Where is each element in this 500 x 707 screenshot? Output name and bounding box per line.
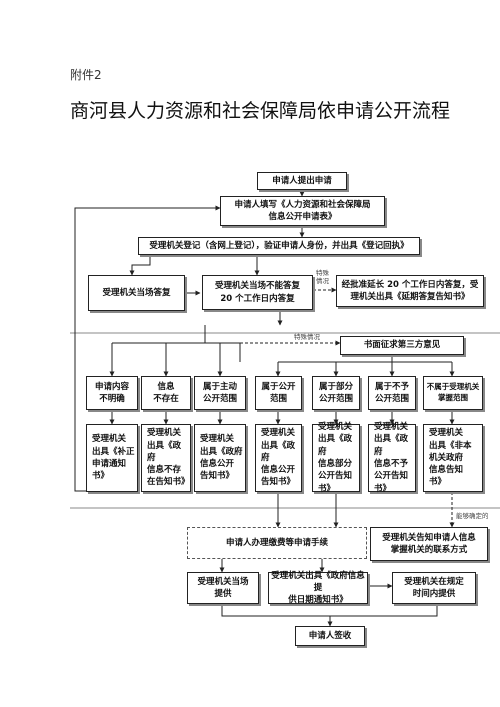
category-partial-box: 属于部分 公开范围	[312, 376, 360, 410]
category-outside-scope-box: 不属于受理机关 掌握范围	[423, 376, 483, 410]
note-special-1: 特殊 情况	[316, 269, 329, 285]
answer-now-box: 受理机关当场答复	[88, 275, 185, 311]
notice-partial-box: 受理机关 出具《政府 信息部分 公开告知 书》	[312, 422, 360, 494]
notice-disclosure-box-2: 受理机关 出具《政府 信息公开 告知书》	[255, 424, 302, 492]
attachment-label: 附件2	[70, 68, 102, 82]
category-disclosable-box: 属于公开 范围	[255, 376, 302, 410]
connector	[129, 255, 151, 276]
notice-other-agency-box: 受理机关 出具《非本 机关政府 信息告知 书》	[423, 424, 483, 492]
notice-disclosure-box: 受理机关 出具《政府 信息公开 告知书》	[194, 424, 246, 492]
category-not-disclosed-box: 属于不予 公开范围	[368, 376, 416, 410]
answer-20days-box: 受理机关当场不能答复 20 个工作日内答复	[202, 275, 313, 310]
date-notice-box: 受理机关出具《政府信息提 供日期通知书》	[268, 571, 368, 605]
note-determinable: 能够确定的	[456, 512, 489, 520]
fee-procedure-box: 申请人办理缴费等申请手续	[187, 527, 367, 559]
category-active-disclosure-box: 属于主动 公开范围	[194, 376, 246, 410]
notice-not-disclosed-box: 受理机关 出具《政府 信息不予 公开告知 书》	[368, 422, 416, 494]
submit-application-box: 申请人提出申请	[257, 172, 347, 190]
category-not-exist-box: 信息 不存在	[141, 376, 191, 410]
register-box: 受理机关登记（含网上登记），验证申请人身份，并出具《登记回执》	[138, 237, 420, 255]
fill-form-box: 申请人填写《人力资源和社会保障局 信息公开申请表》	[220, 196, 385, 226]
inform-contact-box: 受理机关告知申请人信息 掌握机关的联系方式	[370, 527, 488, 561]
provide-now-box: 受理机关当场 提供	[187, 572, 259, 604]
note-special-2: 特殊情况	[294, 333, 320, 341]
provide-later-box: 受理机关在规定 时间内提供	[392, 572, 476, 604]
category-unclear-box: 申请内容 不明确	[86, 376, 138, 410]
notice-not-exist-box: 受理机关 出具《政府 信息不存 在告知书》	[141, 424, 191, 492]
page-title: 商河县人力资源和社会保障局依申请公开流程	[70, 100, 451, 122]
sign-receipt-box: 申请人签收	[295, 626, 365, 646]
extension-box: 经批准延长 20 个工作日内答复，受 理机关出具《延期答复告知书》	[336, 275, 484, 307]
third-party-box: 书面征求第三方意见	[340, 336, 464, 355]
notice-supplement-box: 受理机关 出具《补正 申请通知 书》	[86, 424, 138, 492]
